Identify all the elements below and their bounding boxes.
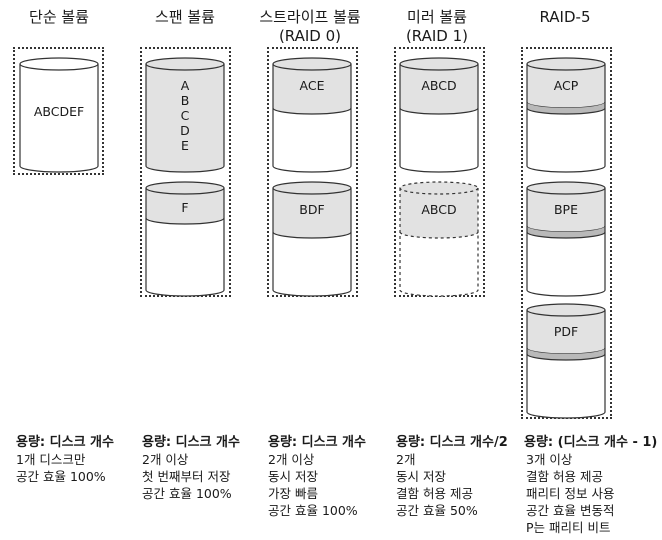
stripe-disk-2: BDF xyxy=(272,181,352,297)
disk-label: E xyxy=(181,138,189,153)
raid5-note: 공간 효율 변동적 xyxy=(526,503,615,518)
span-disk-2: F xyxy=(145,181,225,297)
span-notes: 2개 이상 첫 번째부터 저장 공간 효율 100% xyxy=(142,451,232,502)
mirror-capacity: 용량: 디스크 개수/2 xyxy=(396,435,508,450)
mirror-disk-1: ABCD xyxy=(399,57,479,173)
raid5-note: 3개 이상 xyxy=(526,452,573,467)
raid5-note: 결함 허용 제공 xyxy=(526,469,603,484)
raid5-note: 패리티 정보 사용 xyxy=(526,486,615,501)
span-volume-title: 스팬 볼륨 xyxy=(155,8,215,26)
disk-filled-region xyxy=(400,188,478,238)
raid5-note: P는 패리티 비트 xyxy=(526,520,611,535)
stripe-capacity: 용량: 디스크 개수 xyxy=(268,435,366,450)
parity-band xyxy=(527,102,605,114)
disk-filled-region xyxy=(527,188,605,232)
simple-notes: 1개 디스크만 공간 효율 100% xyxy=(16,451,106,485)
span-capacity: 용량: 디스크 개수 xyxy=(142,435,240,450)
raid5-capacity: 용량: (디스크 개수 - 1) xyxy=(524,435,658,450)
raid5-disk-1: ACP xyxy=(526,57,606,173)
span-note: 2개 이상 xyxy=(142,452,189,467)
mirror-volume-box xyxy=(394,47,485,297)
simple-volume-title: 단순 볼륨 xyxy=(29,8,89,26)
raid5-notes: 3개 이상 결함 허용 제공 패리티 정보 사용 공간 효율 변동적 P는 패리… xyxy=(526,451,614,536)
mirror-volume-title: 미러 볼륨 xyxy=(407,8,467,26)
stripe-note: 2개 이상 xyxy=(268,452,315,467)
disk-label: ABCDEF xyxy=(34,104,84,119)
disk-label: D xyxy=(180,123,190,138)
raid5-title: RAID-5 xyxy=(539,8,591,26)
stripe-note: 동시 저장 xyxy=(268,469,318,484)
simple-volume-box xyxy=(13,47,104,175)
stripe-volume-subtitle: (RAID 0) xyxy=(278,27,342,45)
disk-filled-region xyxy=(527,310,605,354)
mirror-note: 결함 허용 제공 xyxy=(396,486,473,501)
stripe-notes: 2개 이상 동시 저장 가장 빠름 공간 효율 100% xyxy=(268,451,358,519)
disk-filled-region xyxy=(146,64,224,172)
raid5-disk-3: PDF xyxy=(526,303,606,419)
disk-label: A xyxy=(181,78,190,93)
stripe-volume-title: 스트라이프 볼륨 xyxy=(259,8,361,26)
disk-label: F xyxy=(181,200,188,215)
disk-filled-region xyxy=(400,64,478,114)
simple-note: 1개 디스크만 xyxy=(16,452,86,467)
disk-label: ABCD xyxy=(421,202,456,217)
disk-label: ACE xyxy=(300,78,325,93)
stripe-note: 가장 빠름 xyxy=(268,486,318,501)
simple-disk-1: ABCDEF xyxy=(19,57,99,173)
simple-note: 공간 효율 100% xyxy=(16,469,106,484)
mirror-note: 2개 xyxy=(396,452,416,467)
disk-filled-region xyxy=(273,64,351,114)
stripe-note: 공간 효율 100% xyxy=(268,503,358,518)
stripe-disk-1: ACE xyxy=(272,57,352,173)
disk-label: B xyxy=(181,93,190,108)
disk-filled-region xyxy=(527,64,605,108)
disk-label: ABCD xyxy=(421,78,456,93)
disk-label: C xyxy=(181,108,190,123)
mirror-note: 공간 효율 50% xyxy=(396,503,478,518)
raid5-disk-2: BPE xyxy=(526,181,606,297)
span-disk-1: ABCDE xyxy=(145,57,225,173)
mirror-volume-subtitle: (RAID 1) xyxy=(405,27,469,45)
parity-band xyxy=(527,226,605,238)
span-note: 공간 효율 100% xyxy=(142,486,232,501)
span-note: 첫 번째부터 저장 xyxy=(142,469,231,484)
mirror-notes: 2개 동시 저장 결함 허용 제공 공간 효율 50% xyxy=(396,451,478,519)
disk-label: BPE xyxy=(554,202,578,217)
mirror-disk-2: ABCD xyxy=(399,181,479,297)
disk-label: BDF xyxy=(299,202,324,217)
disk-label: PDF xyxy=(554,324,578,339)
mirror-note: 동시 저장 xyxy=(396,469,446,484)
parity-band xyxy=(527,348,605,360)
disk-label: ACP xyxy=(554,78,579,93)
disk-filled-region xyxy=(146,188,224,224)
simple-capacity: 용량: 디스크 개수 xyxy=(16,435,114,450)
disk-filled-region xyxy=(273,188,351,238)
